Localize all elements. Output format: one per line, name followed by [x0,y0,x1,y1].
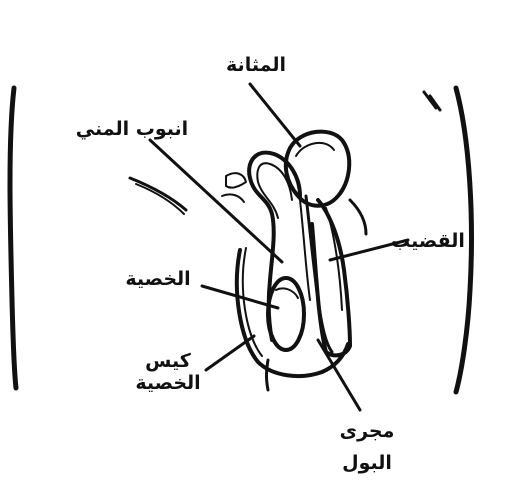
label-scrotum-line1: كيس [145,350,191,372]
label-urethra-line2: البول [342,452,392,474]
leader-bladder [250,84,300,146]
label-urethra: مجرى البول [332,420,402,474]
label-penis: القضيب [384,230,472,252]
label-scrotum: كيس الخصية [126,350,210,394]
label-testis: الخصية [114,268,202,290]
leader-urethra [318,340,360,410]
body-mark-top-right [424,92,440,110]
abdomen-line-right [350,200,366,234]
label-scrotum-line2: الخصية [135,372,200,394]
label-vas-deferens: انبوب المني [64,118,200,140]
thigh-line [267,360,269,390]
label-bladder: المثانة [214,54,298,76]
label-urethra-line1: مجرى [340,420,395,442]
body-outline-left [10,88,16,388]
leader-scrotum [206,336,254,370]
scrotum-outline [237,250,348,376]
